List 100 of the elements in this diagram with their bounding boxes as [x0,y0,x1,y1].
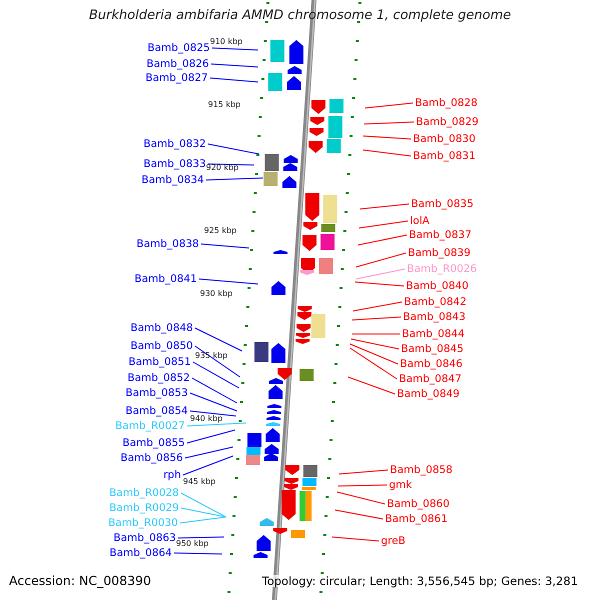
leader-line [212,48,258,50]
gene-label: Bamb_0825 [147,42,210,54]
gene-label: Bamb_0840 [406,280,469,292]
gene-label: gmk [389,479,412,491]
scale-label: 935 kbp [195,351,228,361]
gene-label: Bamb_R0028 [109,487,179,499]
leader-line [208,144,260,154]
topology-note: Topology: circular; Length: 3,556,545 bp; Genes: 3,281 [262,575,578,587]
gene-label: Bamb_0839 [408,247,471,259]
leader-line [186,422,246,426]
leader-line [354,282,404,286]
leader-line [180,516,226,524]
gene-label: Bamb_0831 [413,150,476,162]
leader-line [180,508,226,518]
gene-label: Bamb_0834 [141,174,204,186]
scale-label: 940 kbp [190,414,223,424]
leader-line [350,348,398,380]
leader-line [348,376,396,394]
gene-label: Bamb_0826 [146,58,209,70]
gene-label: Bamb_0829 [416,116,479,128]
gene-label: Bamb_R0026 [407,263,477,275]
gene-label: Bamb_0841 [134,273,197,285]
leader-line [360,204,410,210]
leader-line [364,122,414,124]
gene-label: Bamb_0853 [125,387,188,399]
gene-label: Bamb_0830 [413,133,476,145]
gene-label: Bamb_0849 [397,388,460,400]
gene-label: Bamb_0845 [401,343,464,355]
accession-note: Accession: NC_008390 [9,575,152,587]
leader-line [190,392,238,412]
gene-label: Bamb_0863 [113,532,176,544]
gene-label: greB [381,535,406,547]
gene-label: Bamb_0852 [127,372,190,384]
gene-label: Bamb_R0029 [109,502,179,514]
gene-label: Bamb_0850 [130,340,193,352]
gene-label: Bamb_0847 [399,373,462,385]
leader-line [350,344,398,364]
leader-line [184,446,234,458]
gene-label: Bamb_0835 [411,198,474,210]
gene-label: Bamb_R0027 [115,420,185,432]
gene-label: Bamb_0843 [403,311,466,323]
scale-label: 910 kbp [210,37,243,47]
leader-line [358,234,408,246]
leader-line [358,220,408,228]
scale-label: 950 kbp [176,539,209,549]
gene-label: Bamb_0837 [409,229,472,241]
leader-line [194,328,242,352]
gene-label: Bamb_0842 [404,296,467,308]
gene-label: Bamb_0861 [385,513,448,525]
gene-label: Bamb_0858 [390,464,453,476]
leader-line [210,78,258,82]
gene-label: Bamb_R0030 [108,517,178,529]
leader-line [338,484,388,486]
leader-line [362,150,412,156]
gene-label: Bamb_0838 [136,238,199,250]
leader-line [190,410,236,416]
gene-label: rph [163,469,181,481]
leader-line [356,252,406,268]
leader-line [194,346,240,378]
leader-line [200,244,250,248]
gene-label: Bamb_0827 [145,72,208,84]
leader-line [332,536,380,542]
leader-line [192,378,238,404]
scale-label: 930 kbp [200,289,233,299]
gene-label: Bamb_0846 [400,358,463,370]
gene-label: Bamb_0860 [387,498,450,510]
leader-line [352,316,402,320]
leader-line [178,536,224,538]
gene-label: Bamb_0848 [130,322,193,334]
leader-line [206,178,264,180]
map-title: Burkholderia ambifaria AMMD chromosome 1, complete genome [88,10,512,22]
leader-line [182,456,234,476]
gene-label: Bamb_0832 [143,138,206,150]
leader-line [352,302,402,312]
leader-line [334,510,384,520]
leader-line [362,136,412,140]
scale-label: 945 kbp [183,477,216,487]
leader-line [198,278,258,284]
scale-label: 920 kbp [206,163,239,173]
leader-line [364,102,414,108]
gene-label: Bamb_0864 [109,547,172,559]
scale-label: 925 kbp [204,226,237,236]
leader-line [336,492,386,504]
leader-line [186,430,236,444]
gene-label: Bamb_0844 [402,328,465,340]
gene-label: Bamb_0828 [415,97,478,109]
gene-label: Bamb_0833 [143,158,206,170]
leader-line [350,338,400,350]
leader-line [338,470,388,474]
gene-label: Bamb_0851 [128,356,191,368]
scale-label: 915 kbp [208,100,241,110]
gene-label: Bamb_0856 [120,452,183,464]
leader-line [180,492,226,518]
gene-label: Bamb_0854 [125,405,188,417]
leader-line [174,552,222,554]
leader-line [210,64,258,68]
gene-label: Bamb_0855 [122,437,185,449]
leader-line [192,362,240,388]
gene-label: lolA [410,215,430,227]
leader-line [208,164,254,166]
